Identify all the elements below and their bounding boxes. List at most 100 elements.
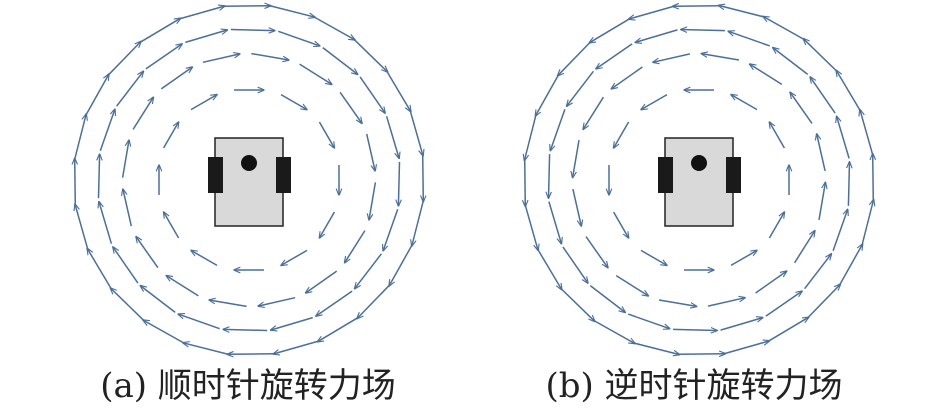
field-arrow (385, 116, 400, 158)
field-arrow (763, 16, 806, 41)
field-arrow (162, 122, 179, 149)
field-arrow (592, 319, 635, 344)
field-arrow (720, 318, 763, 331)
field-arrow (383, 209, 399, 251)
field-arrow (281, 249, 308, 265)
field-arrow (278, 30, 320, 46)
field-arrow (596, 43, 633, 69)
field-arrow (140, 286, 176, 313)
field-arrow (755, 271, 787, 294)
field-arrow (536, 248, 562, 289)
field-arrow (398, 161, 399, 206)
field-arrow (550, 108, 566, 151)
field-arrow (409, 109, 423, 156)
force-field-clockwise (74, 5, 423, 354)
field-arrow (790, 92, 813, 124)
field-arrow (769, 122, 786, 149)
field-arrow (166, 276, 199, 297)
panel-clockwise (74, 5, 423, 354)
field-arrow (271, 316, 313, 331)
field-arrow (359, 76, 385, 113)
field-arrow (268, 4, 316, 17)
field-arrow (258, 296, 296, 306)
field-arrow (768, 212, 784, 239)
field-arrow (160, 67, 192, 90)
field-arrow (861, 200, 874, 247)
field-arrow (658, 299, 697, 306)
field-arrow (548, 201, 562, 244)
field-arrow (190, 95, 217, 111)
field-arrow (641, 93, 668, 110)
field-arrow (728, 31, 771, 47)
field-arrow (832, 209, 848, 252)
robot-body (214, 137, 284, 227)
field-arrow (572, 188, 581, 226)
field-arrow (251, 52, 289, 60)
field-arrow (99, 154, 100, 199)
field-arrow (138, 18, 180, 44)
field-arrow (369, 182, 377, 220)
field-arrow (615, 274, 648, 296)
field-arrow (611, 66, 643, 89)
field-arrow (589, 285, 625, 313)
field-arrow (629, 5, 676, 19)
field-arrow (389, 243, 414, 286)
field-arrow (209, 300, 247, 308)
field-arrow (110, 288, 146, 322)
robot-center-dot (241, 155, 257, 171)
field-arrow (750, 64, 783, 86)
field-arrow (848, 162, 849, 206)
field-arrow (75, 158, 76, 207)
field-arrow (707, 298, 745, 307)
field-arrow (299, 63, 332, 84)
field-arrow (312, 15, 355, 40)
field-arrow (767, 317, 808, 343)
field-arrow (123, 189, 133, 227)
field-arrow (549, 154, 550, 198)
field-arrow (765, 291, 802, 317)
field-arrow (730, 250, 757, 267)
field-arrow (817, 134, 826, 172)
field-arrow (677, 354, 725, 355)
field-arrow (87, 248, 113, 291)
field-arrow (681, 30, 725, 31)
field-arrow (223, 329, 268, 330)
field-arrow (164, 212, 180, 239)
field-arrow (673, 6, 721, 7)
field-arrow (145, 44, 182, 70)
panel-counterclockwise (524, 5, 873, 354)
field-arrow (178, 6, 225, 20)
field-arrow (84, 74, 109, 117)
field-arrow (227, 354, 276, 355)
robot-left-wheel (658, 157, 673, 193)
field-arrow (365, 133, 375, 171)
robot-body (664, 137, 734, 227)
field-arrow (524, 203, 538, 250)
field-arrow (345, 230, 366, 263)
field-arrow (280, 93, 307, 110)
field-arrow (107, 41, 141, 77)
field-arrow (804, 254, 832, 290)
field-arrow (612, 211, 629, 238)
field-arrow (722, 341, 769, 355)
field-arrow (567, 70, 594, 106)
robot-right-wheel (276, 157, 291, 193)
field-arrow (202, 54, 240, 64)
field-arrow (273, 340, 320, 354)
field-arrow (585, 236, 608, 268)
field-arrow (230, 30, 275, 31)
field-arrow (524, 113, 537, 161)
field-arrow (818, 182, 825, 221)
field-arrow (178, 314, 220, 330)
field-arrow (319, 211, 336, 238)
field-arrow (773, 48, 809, 75)
field-arrow (719, 5, 766, 18)
field-arrow (132, 97, 153, 130)
field-arrow (385, 69, 411, 111)
field-arrow (317, 316, 360, 342)
field-arrow (306, 270, 338, 293)
field-arrow (673, 329, 717, 330)
field-arrow (614, 121, 630, 148)
field-arrow (412, 199, 425, 247)
field-arrow (559, 287, 594, 321)
